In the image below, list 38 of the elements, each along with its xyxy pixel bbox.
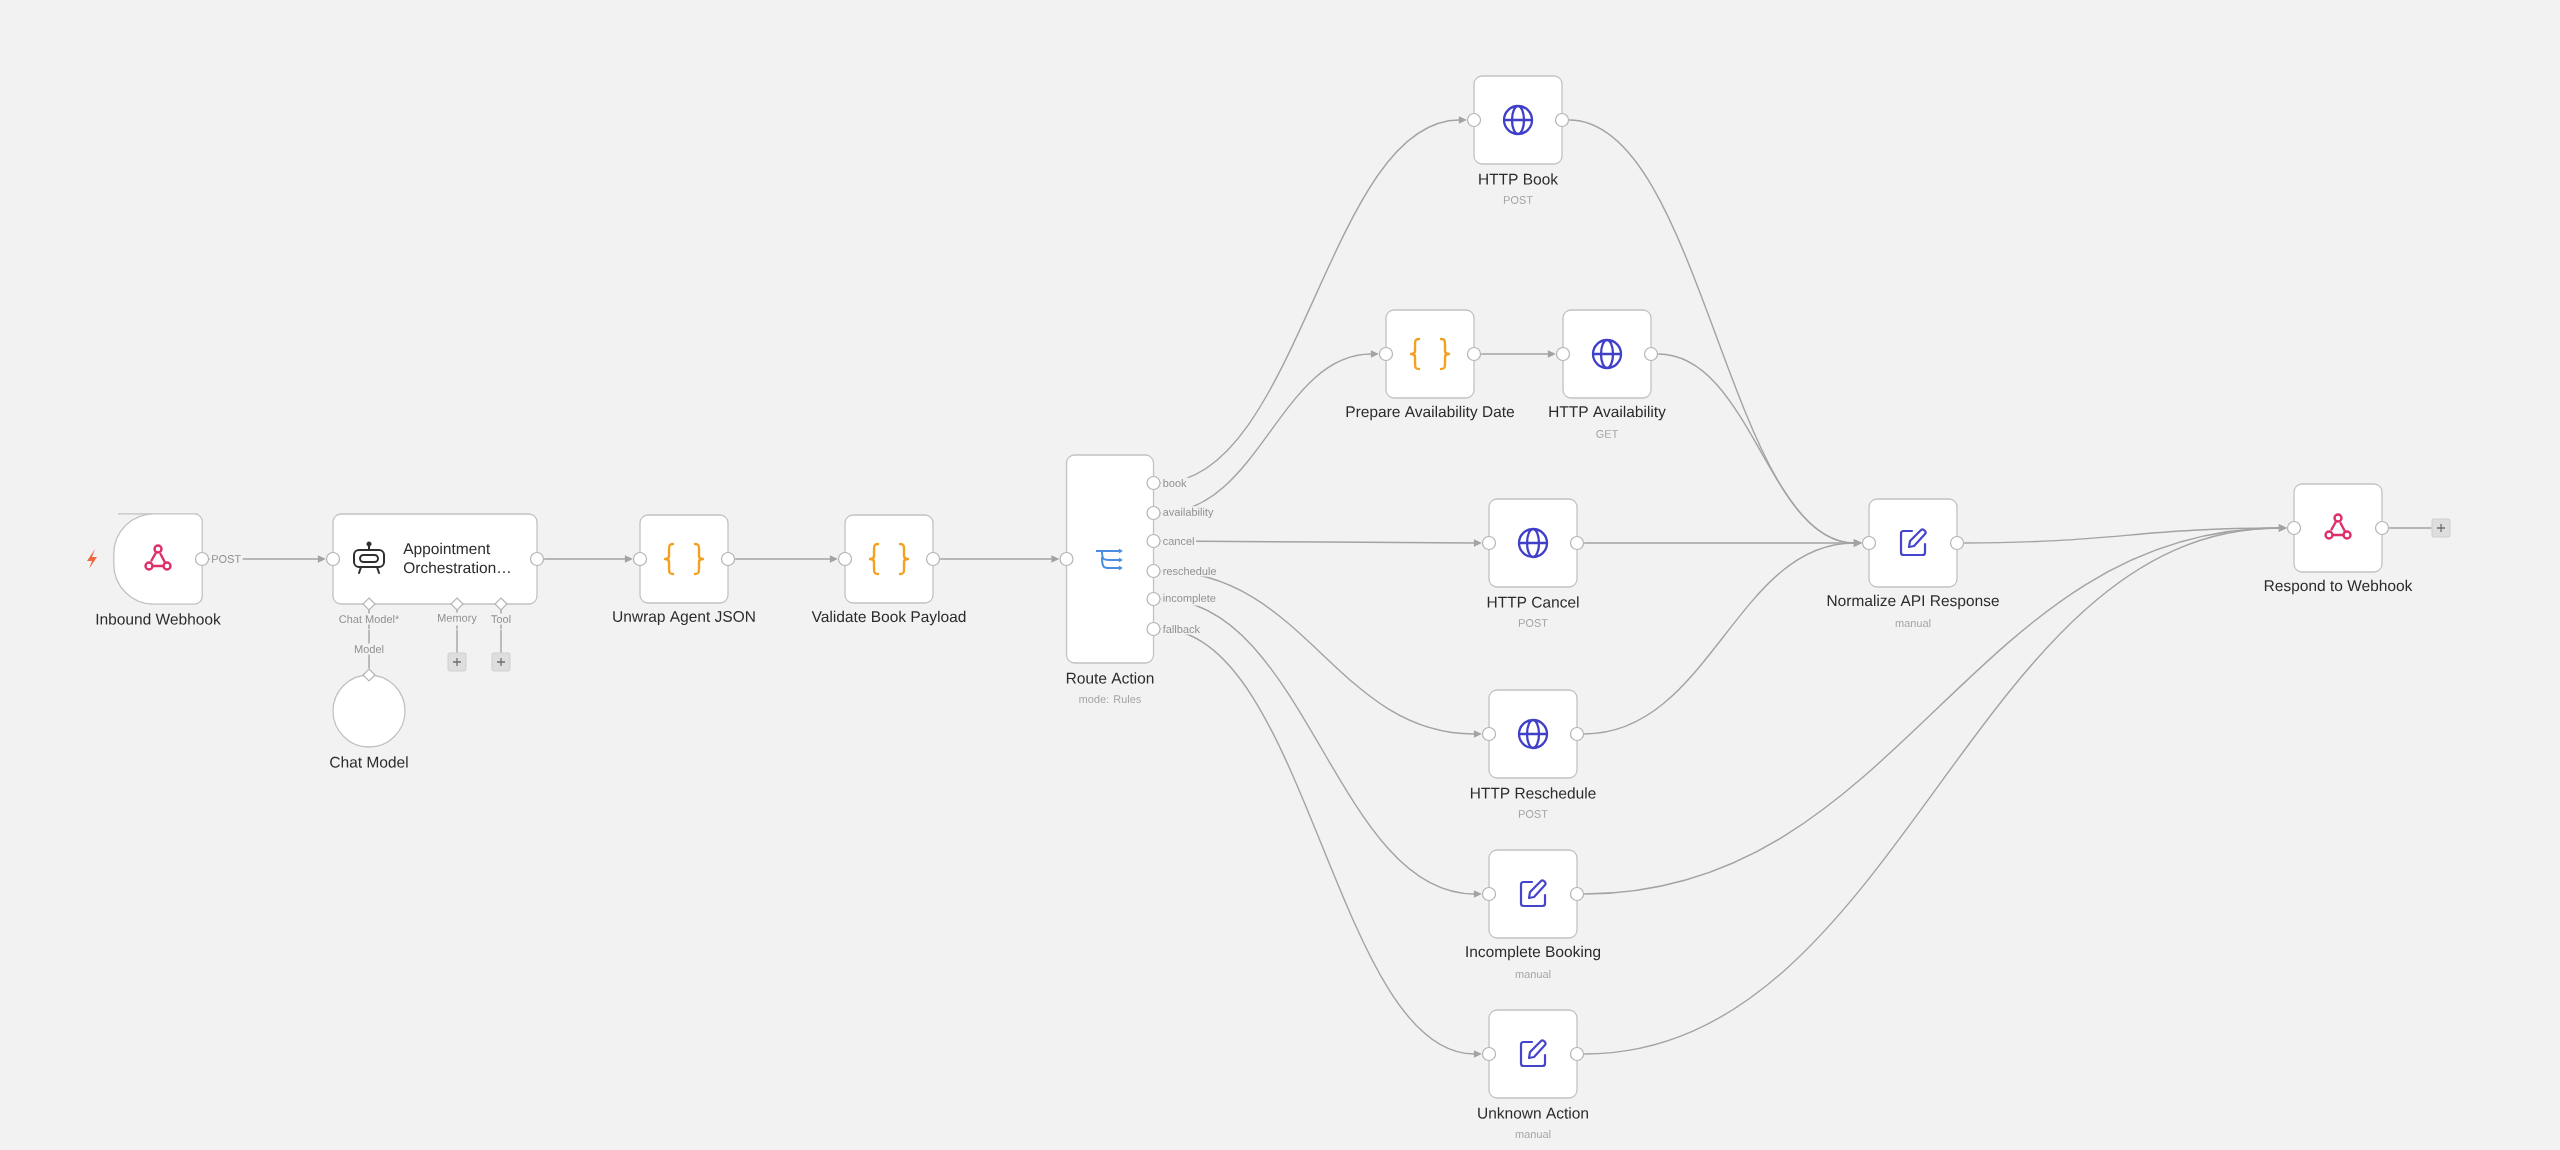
node-subtitle: POST xyxy=(1503,196,1533,204)
node-label: Prepare Availability Date xyxy=(1346,405,1514,421)
node-subtitle: POST xyxy=(1518,619,1548,627)
node-subtitle: mode: Rules xyxy=(1079,694,1141,704)
node-subtitle: GET xyxy=(1596,430,1619,438)
node-label: Respond to Webhook xyxy=(2264,579,2413,595)
node-label: HTTP Book xyxy=(1479,173,1559,185)
connector-line xyxy=(500,628,502,654)
node-subtitle: manual xyxy=(1515,1129,1551,1139)
node-subtitle: manual xyxy=(1515,969,1551,979)
edge-label: book xyxy=(1161,477,1189,489)
node-label: Incomplete Booking xyxy=(1466,945,1601,961)
node-label: Route Action xyxy=(1066,672,1154,684)
edge-label: cancel xyxy=(1161,535,1196,547)
node-subtitle: POST xyxy=(1518,810,1548,818)
edge-label: Model xyxy=(352,643,386,655)
node-label: HTTP Cancel xyxy=(1487,596,1579,608)
edge-label: reschedule xyxy=(1161,565,1219,577)
add-button xyxy=(491,652,511,672)
edge-label: fallback xyxy=(1161,623,1202,635)
node-label: HTTP Reschedule xyxy=(1470,787,1596,799)
node-label: Unwrap Agent JSON xyxy=(613,611,755,625)
port-label: Tool xyxy=(489,613,513,625)
port-label: Chat Model* xyxy=(337,613,401,625)
edge-label: incomplete xyxy=(1161,592,1218,606)
node-subtitle: manual xyxy=(1895,618,1931,628)
node-label: Normalize API Response xyxy=(1827,594,1999,610)
edge-label: availability xyxy=(1161,506,1215,520)
node-label: Chat Model xyxy=(330,756,408,768)
node-label: HTTP Availability xyxy=(1549,405,1666,421)
connector-line xyxy=(456,628,458,654)
add-button xyxy=(447,652,467,672)
connector-line xyxy=(2388,527,2433,529)
node-label: Validate Book Payload xyxy=(811,610,966,626)
edge-label: POST xyxy=(209,553,243,565)
node-label: Unknown Action xyxy=(1478,1107,1588,1119)
add-button xyxy=(2431,518,2451,538)
node-label: Inbound Webhook xyxy=(96,613,221,625)
